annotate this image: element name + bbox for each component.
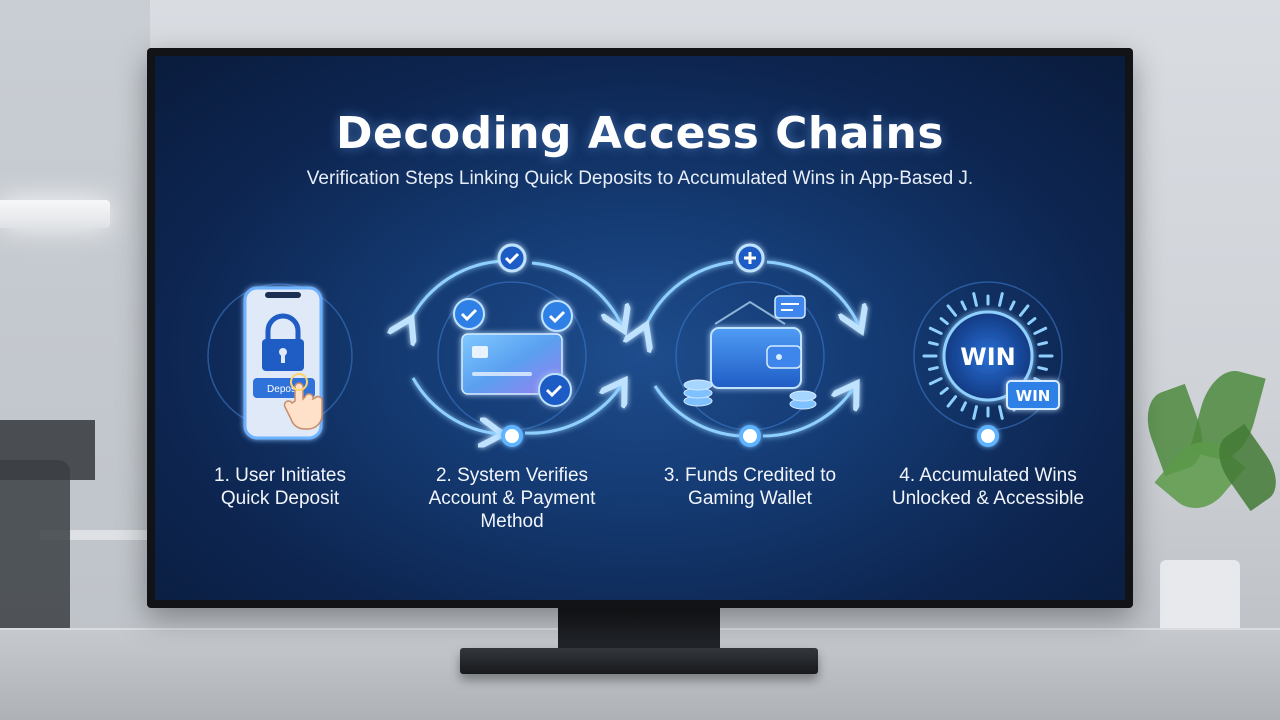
deposit-button-label: Deposit [267, 384, 301, 395]
check-badge-left [453, 298, 485, 330]
check-icon [504, 252, 520, 265]
hand-pointer-icon [283, 382, 323, 430]
background-desk [40, 530, 160, 540]
step2-label-line2: Account & Payment [428, 488, 596, 509]
step3-label-line1: 3. Funds Credited to [663, 465, 837, 486]
flow-diagram: Deposit [207, 243, 1063, 600]
step3-wallet-group [645, 243, 860, 447]
tv-stand-base [460, 648, 818, 674]
dial-tick [1033, 326, 1048, 335]
dial-tick [946, 395, 958, 408]
step2-label-line3: Method [480, 511, 544, 532]
coin-stack-right [789, 390, 817, 410]
page-title: Decoding Access Chains [335, 108, 945, 159]
step2-verify-group [410, 243, 623, 447]
dial-tick [960, 401, 967, 412]
dial-tick [1009, 300, 1016, 311]
dial-tick [939, 317, 949, 326]
arrow-right-icon [744, 252, 756, 264]
node-bottom-3 [739, 425, 761, 447]
win-dial-icon [942, 310, 1034, 402]
tv-monitor: Decoding Access Chains Verification Step… [147, 48, 1133, 608]
step4-label-line1: 4. Accumulated Wins [899, 465, 1077, 486]
step4-label-line2: Unlocked & Accessible [891, 488, 1085, 509]
tv-stand-neck [558, 608, 720, 650]
step2-label-line1: 2. System Verifies [435, 465, 589, 486]
node-bottom-4 [977, 425, 999, 447]
win-badge [1006, 380, 1060, 410]
win-badge-label: WIN [1016, 387, 1051, 405]
dial-tick [928, 377, 943, 386]
dial-tick [1037, 341, 1048, 346]
ceiling-light [0, 200, 110, 228]
plant-pot [1160, 560, 1240, 640]
step1-label-line1: 1. User Initiates [214, 465, 346, 486]
chat-bubble-icon [774, 295, 806, 319]
page-subtitle: Verification Steps Linking Quick Deposit… [306, 168, 974, 189]
coin-stack-left [683, 379, 713, 407]
step4-label: 4. Accumulated Wins Unlocked & Accessibl… [878, 464, 1098, 510]
dial-tick [928, 366, 939, 371]
dial-tick [928, 341, 939, 346]
check-badge-right [541, 300, 573, 332]
step4-win-group: WIN WIN [913, 281, 1063, 447]
step1-phone-group: Deposit [207, 283, 353, 440]
dial-tick [960, 300, 967, 311]
dial-tick [928, 326, 943, 335]
tv-screen: Decoding Access Chains Verification Step… [155, 56, 1125, 600]
dial-tick [972, 405, 978, 420]
dial-tick [1018, 304, 1030, 317]
step3-label-line2: Gaming Wallet [688, 488, 812, 509]
lock-icon [265, 313, 301, 341]
step2-label: 2. System Verifies Account & Payment Met… [402, 464, 622, 533]
dial-tick [1027, 317, 1037, 326]
dial-tick [939, 386, 949, 395]
step3-label: 3. Funds Credited to Gaming Wallet [640, 464, 860, 510]
step1-label-line2: Quick Deposit [220, 488, 340, 509]
win-dial-label: WIN [960, 343, 1016, 371]
dial-tick [998, 405, 1004, 420]
dial-tick [1037, 366, 1048, 371]
dial-tick [998, 292, 1004, 307]
step1-label: 1. User Initiates Quick Deposit [170, 464, 390, 510]
dial-tick [972, 292, 978, 307]
node-bottom [501, 425, 523, 447]
background-chair [0, 460, 70, 640]
dial-tick [946, 304, 958, 317]
